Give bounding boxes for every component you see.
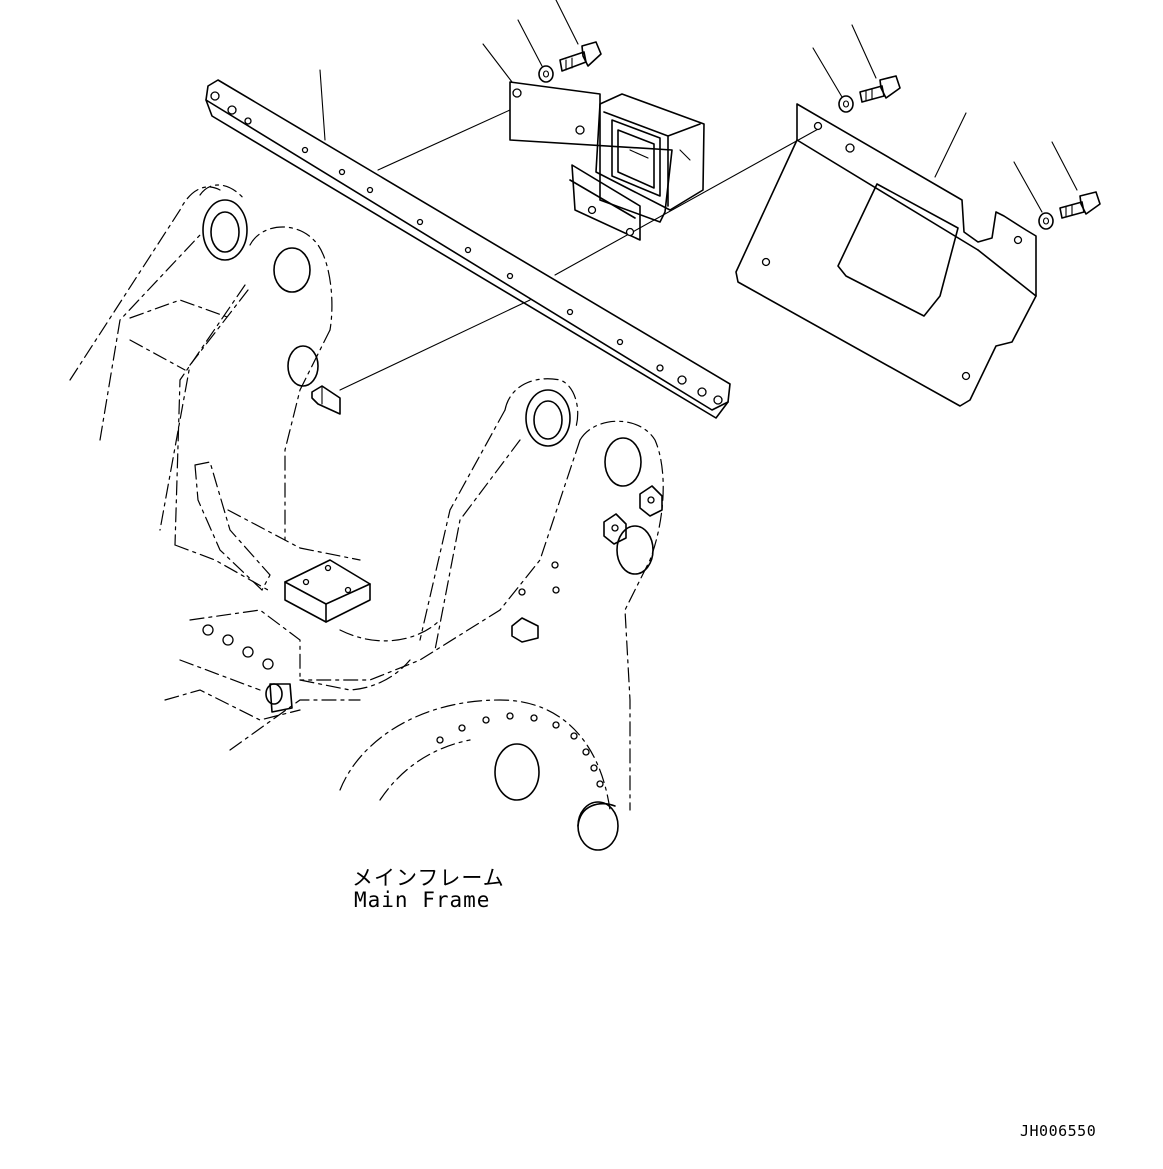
leader-lines — [319, 0, 1078, 391]
fastener-set-2 — [838, 75, 901, 113]
bracket-bar — [205, 79, 731, 419]
box-bracket — [509, 81, 705, 241]
main-frame-label-jp: メインフレーム — [352, 866, 505, 890]
fastener-set-1 — [538, 41, 602, 83]
drawing-number: JH006550 — [1020, 1122, 1097, 1140]
fastener-set-3 — [1038, 191, 1101, 230]
cover-plate — [735, 103, 1037, 407]
main-frame-label-en: Main Frame — [354, 888, 491, 912]
main-frame-phantom — [69, 184, 664, 851]
